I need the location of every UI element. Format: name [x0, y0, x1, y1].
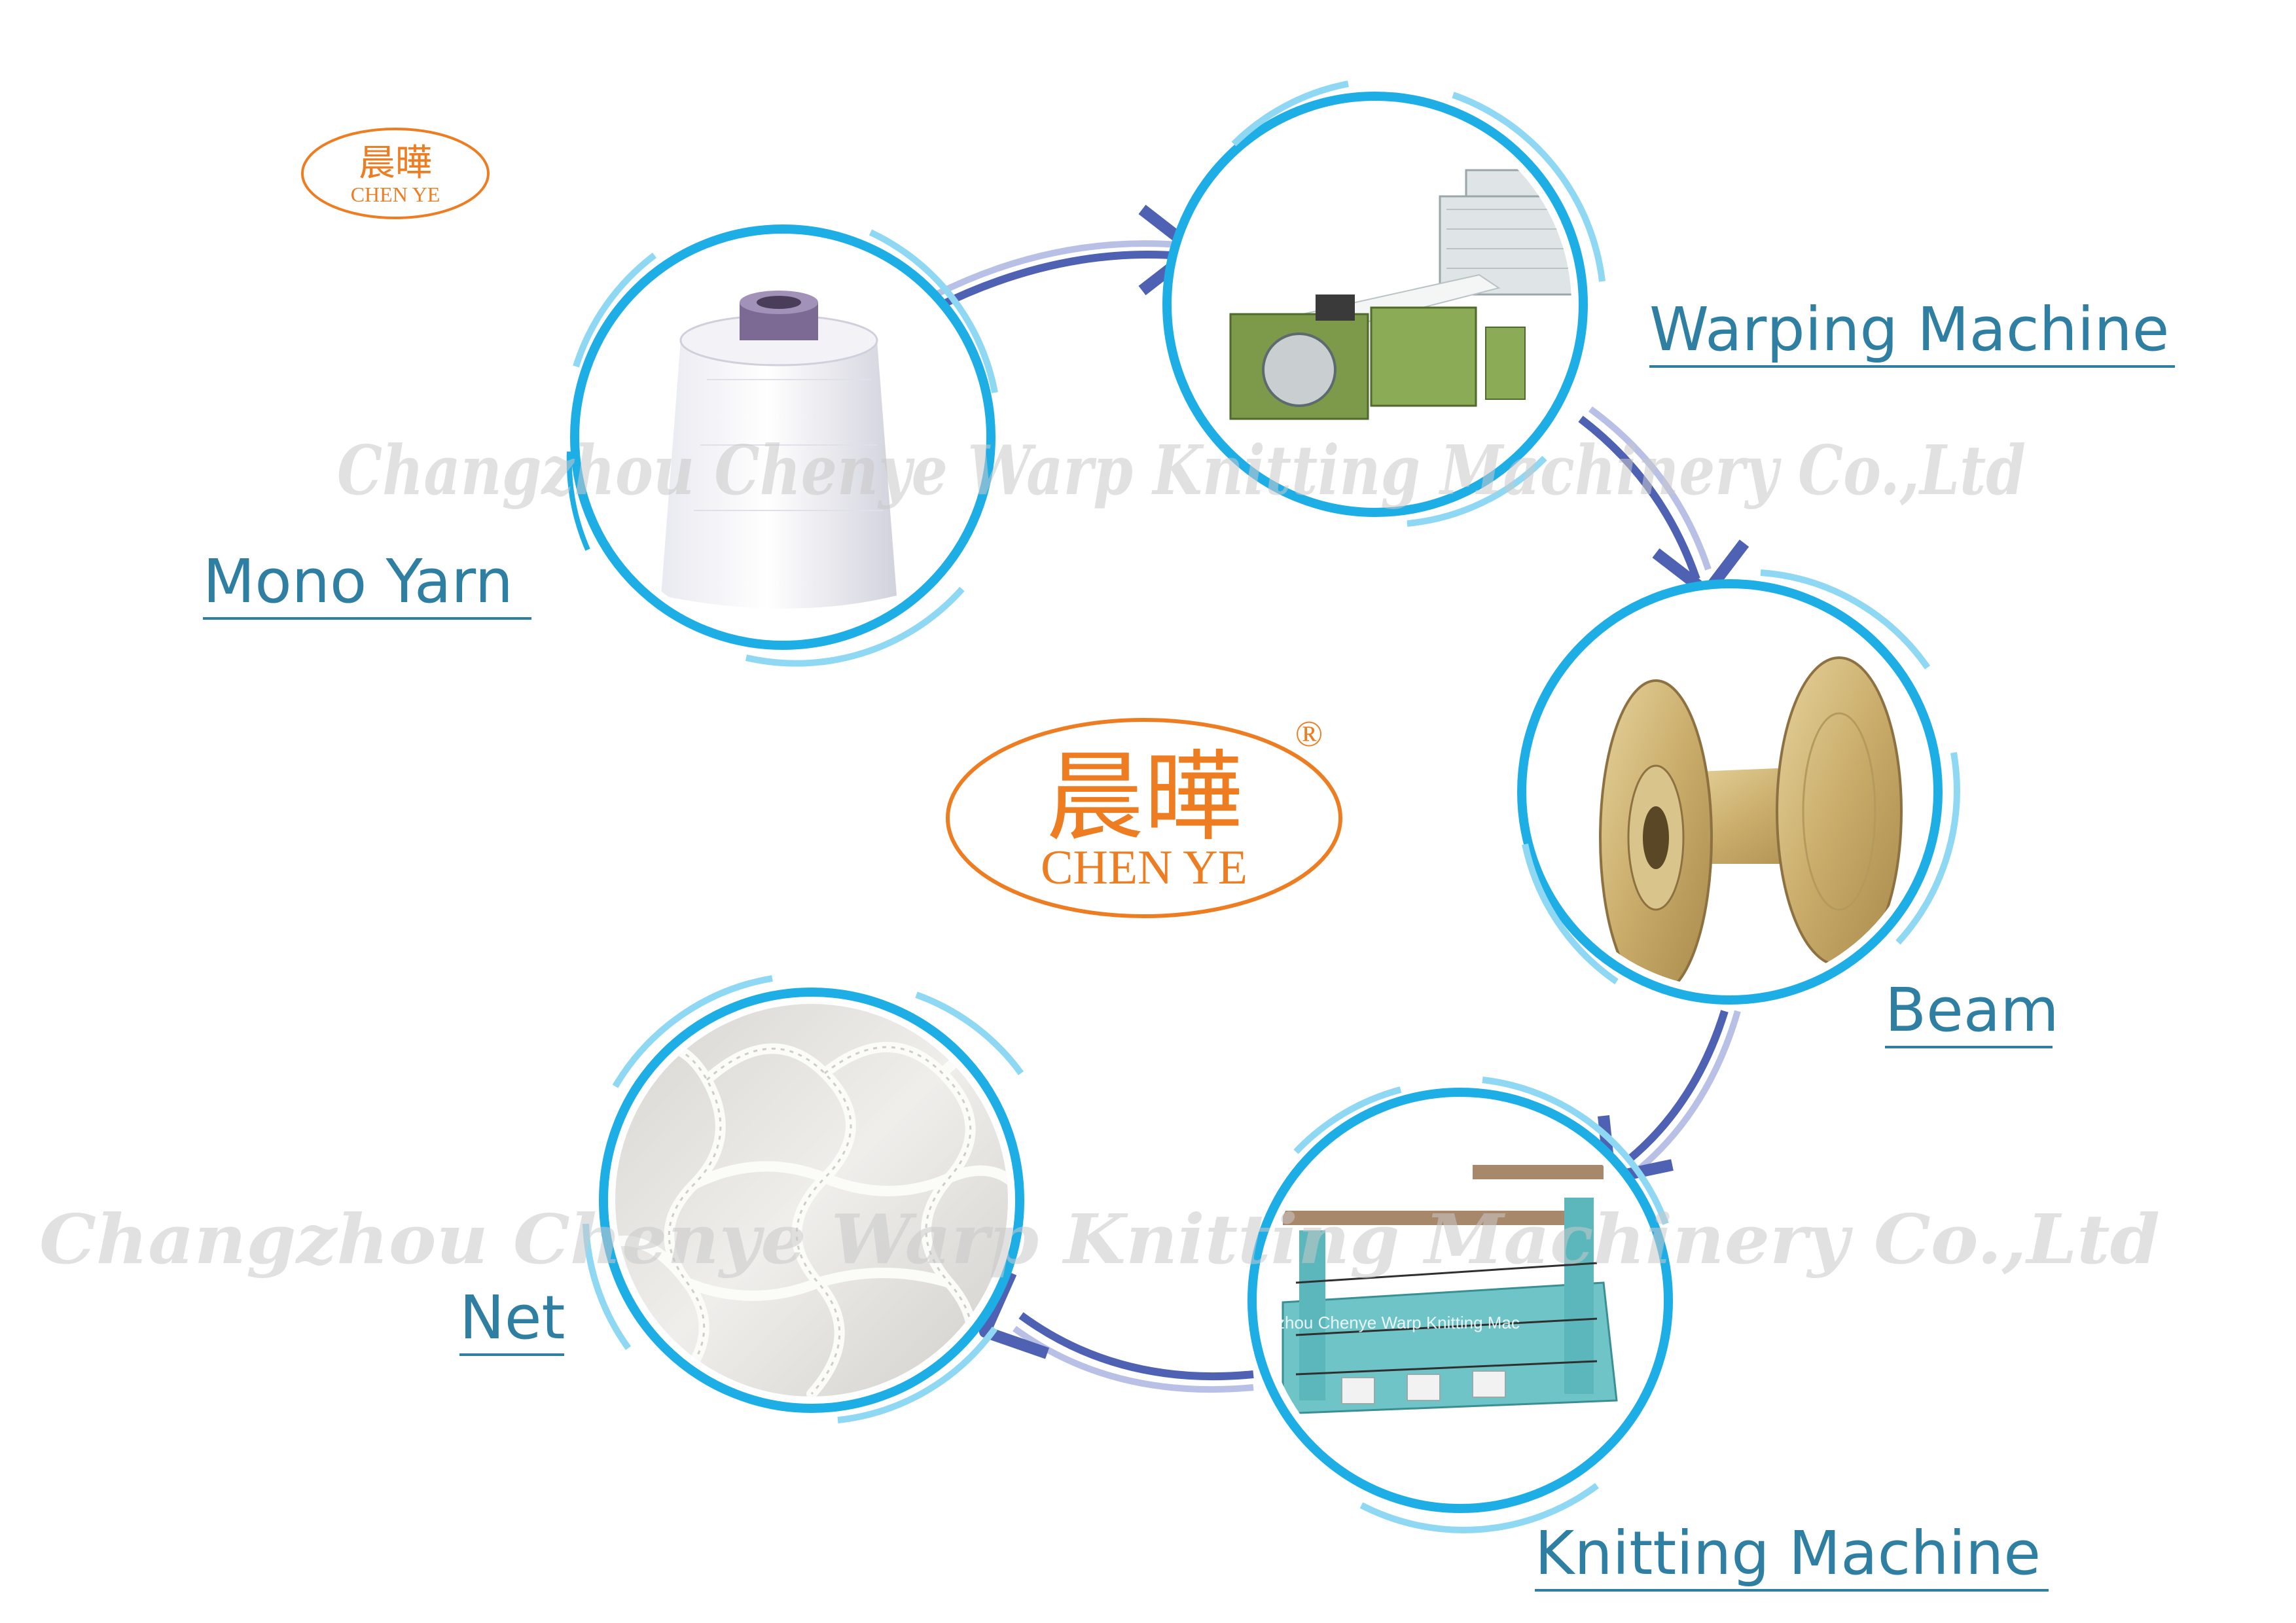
step-warping-machine: Warping Machine [1162, 80, 2175, 527]
logo-center-registered: ® [1295, 714, 1323, 755]
yarn-cone-image [586, 241, 979, 633]
step-mono-yarn: Mono Yarn [203, 224, 998, 667]
watermark-bottom: Changzhou Chenye Warp Knitting Machinery… [39, 1199, 2160, 1279]
logo-center: 晨曄 CHEN YE ® [946, 714, 1342, 918]
net-mesh-image [615, 1004, 1008, 1397]
logo-small: 晨曄 CHEN YE [301, 128, 490, 219]
logo-small-cn: 晨曄 [359, 142, 432, 185]
knitting-machine-image: zhou Chenye Warp Knitting Mac [1264, 1104, 1657, 1497]
warping-machine-image [1179, 108, 1571, 501]
watermark-top: Changzhou Chenye Warp Knitting Machinery… [337, 430, 2026, 510]
beam-spool-image [1534, 596, 1926, 988]
step-label-knitting-machine: Knitting Machine [1535, 1518, 2041, 1588]
logo-center-en: CHEN YE [1041, 841, 1247, 895]
knitting-machine-watermark: zhou Chenye Warp Knitting Mac [1276, 1313, 1520, 1332]
step-label-warping-machine: Warping Machine [1649, 294, 2169, 365]
step-label-mono-yarn: Mono Yarn [203, 546, 513, 616]
step-beam: Beam [1517, 569, 2059, 1048]
arrow-yarn-to-warping [934, 204, 1200, 312]
step-net: Net [459, 975, 1024, 1423]
step-knitting-machine: zhou Chenye Warp Knitting Mac Knitting M… [1247, 1077, 2049, 1592]
step-label-net: Net [459, 1283, 565, 1353]
step-label-beam: Beam [1885, 975, 2059, 1045]
arrow-knitting-to-net [979, 1270, 1254, 1393]
logo-center-cn: 晨曄 [1046, 741, 1242, 855]
logo-small-en: CHEN YE [351, 183, 440, 206]
